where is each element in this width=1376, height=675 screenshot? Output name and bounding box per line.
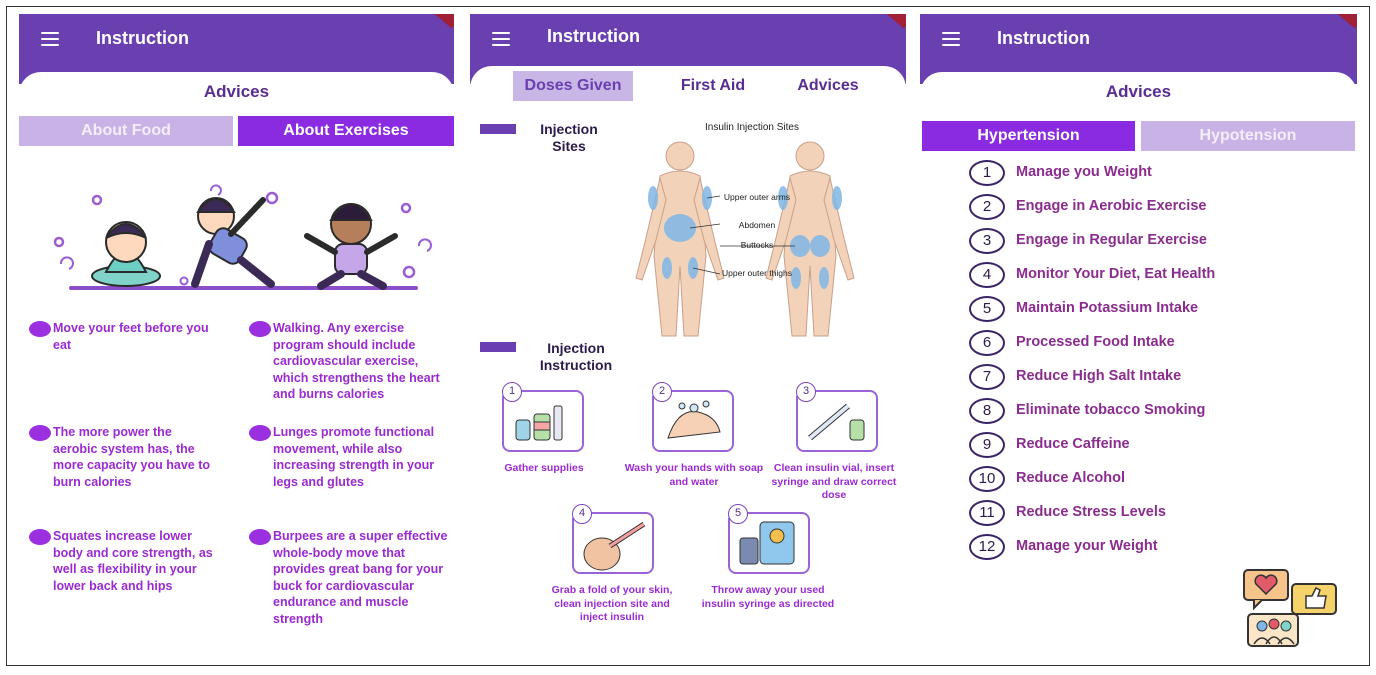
bullet-icon: [29, 321, 51, 337]
tip-text: Squates increase lower body and core str…: [53, 529, 213, 593]
section-marker: [480, 342, 516, 352]
step-caption: Gather supplies: [504, 462, 584, 474]
step-number: 4: [572, 504, 592, 524]
item-text: Manage your Weight: [1016, 538, 1158, 554]
tab-about-exercises[interactable]: About Exercises: [238, 116, 454, 146]
step-number: 5: [728, 504, 748, 524]
menu-icon[interactable]: [492, 32, 510, 46]
diagram-title: Insulin Injection Sites: [705, 122, 799, 133]
step-number: 3: [796, 382, 816, 402]
item-number: 1: [969, 160, 1005, 186]
app-title: Instruction: [96, 28, 189, 48]
bullet-icon: [249, 529, 271, 545]
tab-advices[interactable]: Advices: [797, 77, 859, 94]
app-title: Instruction: [997, 28, 1090, 48]
page-subtitle: Advices: [203, 82, 270, 101]
item-number: 8: [969, 398, 1005, 424]
tab-doses-given[interactable]: Doses Given: [513, 71, 633, 101]
tab-about-food[interactable]: About Food: [19, 116, 233, 146]
section-marker: [480, 124, 516, 134]
item-text: Reduce Stress Levels: [1016, 504, 1166, 520]
section-title-injection-sites: Injection Sites: [540, 121, 598, 154]
disposal-bin-icon: [739, 521, 795, 565]
menu-icon[interactable]: [41, 32, 59, 46]
tip-item: Move your feet before you eat: [29, 320, 213, 353]
item-number: 2: [969, 194, 1005, 220]
step-card: 1: [502, 382, 584, 452]
diagram-label-thighs: Upper outer thighs: [722, 268, 792, 278]
tip-item: Squates increase lower body and core str…: [29, 528, 223, 594]
step-card: 2: [652, 382, 734, 452]
step-caption: Clean insulin vial, insert syringe and d…: [771, 462, 897, 501]
bullet-icon: [29, 425, 51, 441]
item-number: 11: [969, 500, 1005, 526]
screen-exercise-advices: Instruction Advices About Food About Exe…: [19, 14, 454, 654]
screen-injection-instruction: Instruction Doses Given First Aid Advice…: [470, 14, 906, 654]
tab-hypertension[interactable]: Hypertension: [922, 121, 1135, 151]
tip-text: Walking. Any exercise program should inc…: [273, 321, 440, 401]
tip-item: Burpees are a super effective whole-body…: [249, 528, 451, 627]
item-number: 9: [969, 432, 1005, 458]
diagram-label-abdomen: Abdomen: [738, 220, 776, 230]
section-title-injection-instruction: Injection Instruction: [539, 340, 613, 373]
item-text: Engage in Aerobic Exercise: [1016, 198, 1207, 214]
item-text: Eliminate tobacco Smoking: [1016, 402, 1206, 418]
injection-sites-body-diagram: [635, 141, 855, 337]
tip-text: Lunges promote functional movement, whil…: [273, 425, 435, 489]
item-number: 10: [969, 466, 1005, 492]
item-text: Reduce Caffeine: [1016, 436, 1130, 452]
item-text: Manage you Weight: [1016, 164, 1152, 180]
injection-icon: [583, 521, 646, 571]
tip-text: Burpees are a super effective whole-body…: [273, 529, 448, 626]
debug-ribbon: [431, 14, 454, 29]
syringe-vial-icon: [808, 403, 865, 441]
item-text: Reduce Alcohol: [1016, 470, 1126, 486]
step-card: 3: [796, 382, 878, 452]
item-number: 6: [969, 330, 1005, 356]
debug-ribbon: [883, 14, 906, 29]
supplies-icon: [515, 405, 563, 441]
tip-item: The more power the aerobic system has, t…: [29, 424, 213, 490]
hand-washing-icon: [667, 400, 721, 439]
tab-hypotension[interactable]: Hypotension: [1141, 121, 1355, 151]
step-number: 2: [652, 382, 672, 402]
item-text: Engage in Regular Exercise: [1016, 232, 1207, 248]
step-caption: Throw away your used insulin syringe as …: [701, 584, 835, 610]
screen-hypertension-advices: Instruction Advices Hypertension Hypoten…: [920, 14, 1357, 654]
bullet-icon: [249, 321, 271, 337]
diagram-label-buttocks: Buttocks: [740, 240, 774, 250]
item-number: 12: [969, 534, 1005, 560]
item-number: 4: [969, 262, 1005, 288]
tip-item: Walking. Any exercise program should inc…: [249, 320, 451, 403]
debug-ribbon: [1334, 14, 1357, 29]
item-text: Maintain Potassium Intake: [1016, 300, 1199, 316]
tip-text: Move your feet before you eat: [53, 321, 209, 352]
item-text: Processed Food Intake: [1016, 334, 1175, 350]
item-text: Monitor Your Diet, Eat Health: [1016, 266, 1216, 282]
bullet-icon: [249, 425, 271, 441]
app-title: Instruction: [547, 26, 640, 46]
community-feedback-icon: [1243, 569, 1337, 647]
tab-first-aid[interactable]: First Aid: [680, 77, 746, 94]
tip-item: Lunges promote functional movement, whil…: [249, 424, 451, 490]
step-card: 5: [728, 504, 810, 574]
diagram-label-arms: Upper outer arms: [723, 192, 791, 202]
item-text: Reduce High Salt Intake: [1016, 368, 1182, 384]
step-number: 1: [502, 382, 522, 402]
content-sheet: Advices About Food About Exercises: [19, 72, 454, 654]
kids-exercising-illustration: [53, 184, 432, 290]
item-number: 5: [969, 296, 1005, 322]
bullet-icon: [29, 529, 51, 545]
page-subtitle: Advices: [1105, 82, 1172, 101]
step-caption: Wash your hands with soap and water: [624, 462, 764, 488]
tip-text: The more power the aerobic system has, t…: [53, 425, 211, 489]
item-number: 7: [969, 364, 1005, 390]
menu-icon[interactable]: [942, 32, 960, 46]
step-card: 4: [572, 504, 654, 574]
step-caption: Grab a fold of your skin, clean injectio…: [551, 584, 673, 623]
item-number: 3: [969, 228, 1005, 254]
